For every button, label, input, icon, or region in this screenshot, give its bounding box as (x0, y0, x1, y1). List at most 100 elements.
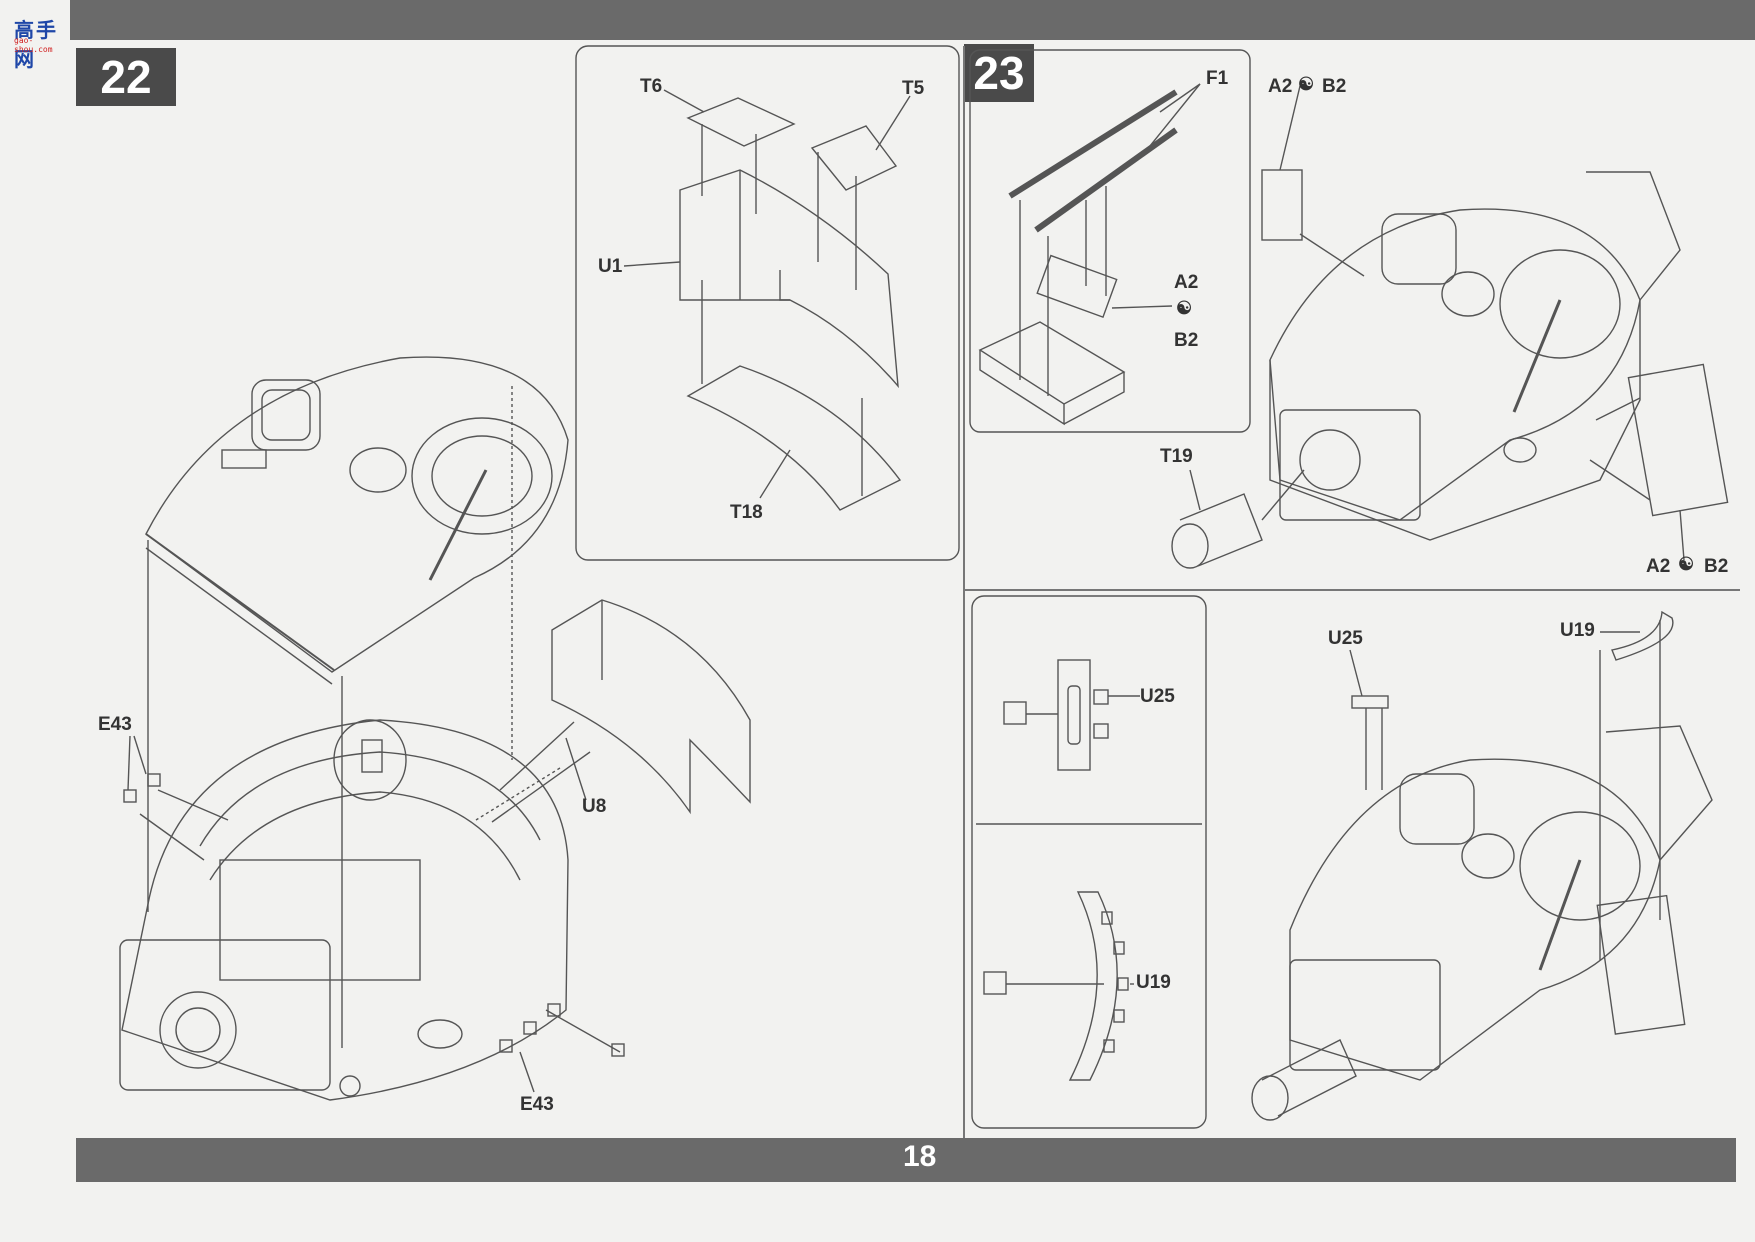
part-t6 (686, 97, 796, 147)
gun-mount-inner (175, 1007, 221, 1053)
track-links-side (1261, 85, 1729, 561)
cupola (1499, 249, 1621, 359)
stowage-box (1586, 171, 1681, 301)
logo-text: 高手网 (14, 18, 58, 71)
label-t18: T18 (730, 502, 763, 523)
u25-bracket (1067, 685, 1081, 745)
leader-line (519, 1051, 535, 1093)
turret-roof (1269, 208, 1641, 521)
leader-line (663, 89, 705, 113)
cupola (1519, 811, 1641, 921)
arrow-line (1261, 469, 1305, 521)
commander-hatch (1381, 213, 1457, 285)
label-u1: U1 (598, 256, 623, 277)
commander-hatch (1399, 773, 1475, 845)
leader-line (1159, 83, 1201, 113)
arrow-line (545, 1009, 621, 1053)
part-e43 (123, 789, 137, 803)
pistol-port (1503, 437, 1537, 463)
leader-line (1111, 305, 1173, 309)
turret-roof (145, 356, 569, 673)
part-t18 (686, 365, 902, 511)
top-bar (70, 0, 1755, 40)
leader-line (1679, 509, 1685, 561)
detail-u25 (1003, 659, 1140, 771)
arrow-line (475, 767, 561, 821)
periscope (1461, 833, 1515, 879)
leader-line (623, 261, 681, 267)
swap-icon-bot: ☯ (1678, 554, 1695, 574)
label-t5: T5 (902, 78, 925, 99)
track-rack-side (1063, 372, 1125, 425)
turret-23-bottom (1251, 610, 1713, 1121)
turret-body-22 (119, 719, 569, 1101)
part-f1 (1008, 89, 1178, 199)
gun-mantlet (1289, 959, 1441, 1071)
commander-hatch (251, 379, 321, 451)
gun-breech (219, 859, 421, 981)
leader-line (565, 737, 587, 801)
part-e43 (499, 1039, 513, 1053)
part-e43 (523, 1021, 537, 1035)
label-b2-bot: B2 (1704, 556, 1729, 577)
cupola-inner (431, 435, 533, 517)
machine-gun (428, 469, 488, 581)
pistol-port (417, 1019, 463, 1049)
dome-clamp (361, 739, 383, 773)
label-f1: F1 (1206, 68, 1229, 89)
label-u8: U8 (582, 796, 607, 817)
step22-inset-box (575, 45, 960, 561)
u19-peg (1117, 977, 1129, 991)
stowage-box-exploded (623, 89, 911, 511)
hatch-inner (261, 389, 311, 441)
leader-line (1189, 469, 1201, 511)
u25-peg (1093, 689, 1109, 705)
cupola (411, 417, 553, 535)
u19-peg (1113, 941, 1125, 955)
stowage-box (551, 599, 751, 815)
step23-inset-box (969, 49, 1251, 433)
u19-peg (1103, 1039, 1115, 1053)
track-rack (978, 321, 1126, 405)
part-u1 (679, 169, 899, 389)
turret-roof (1289, 758, 1661, 1081)
track-links-mounted (1596, 894, 1686, 1035)
label-b2-top: B2 (1322, 76, 1347, 97)
glue-icon (983, 971, 1007, 995)
u1-notch (779, 270, 790, 301)
logo-subtext: gao-shou.com (14, 36, 53, 54)
label-t6: T6 (640, 76, 663, 97)
gun-mantlet (1279, 409, 1421, 521)
arrow-line (1299, 233, 1365, 277)
label-t19: T19 (1160, 446, 1193, 467)
leader-line (759, 449, 791, 499)
label-b2-mid: B2 (1174, 330, 1199, 351)
glue-icon (1003, 701, 1027, 725)
periscope (349, 447, 407, 493)
roof-front-edge (145, 547, 333, 685)
track-assembly-inset (978, 83, 1201, 426)
leader-line (1279, 85, 1301, 171)
u19-rail (1068, 891, 1118, 1081)
part-u19 (1611, 610, 1674, 661)
label-a2-top: A2 (1268, 76, 1293, 97)
part-t19-barrel (1171, 469, 1305, 569)
label-u25-main: U25 (1328, 628, 1363, 649)
stowage-box-22 (551, 599, 751, 815)
barrel-muzzle (1251, 1075, 1289, 1121)
track-link-bracket (1036, 254, 1118, 319)
turret-23-top (1269, 171, 1681, 541)
gun-mount (1299, 429, 1361, 491)
arrow-line (1589, 459, 1651, 501)
swap-icon-mid: ☯ (1176, 298, 1193, 318)
label-a2-mid: A2 (1174, 272, 1199, 293)
u25-peg (1093, 723, 1109, 739)
step-22-badge: 22 (76, 48, 176, 106)
machine-gun (1538, 859, 1582, 971)
turret-dome (333, 719, 407, 801)
leader-line (1349, 649, 1363, 697)
roof-front-edge (145, 533, 335, 671)
leader-line (127, 735, 131, 791)
leader-line (875, 95, 911, 151)
arrow-line (499, 721, 575, 791)
